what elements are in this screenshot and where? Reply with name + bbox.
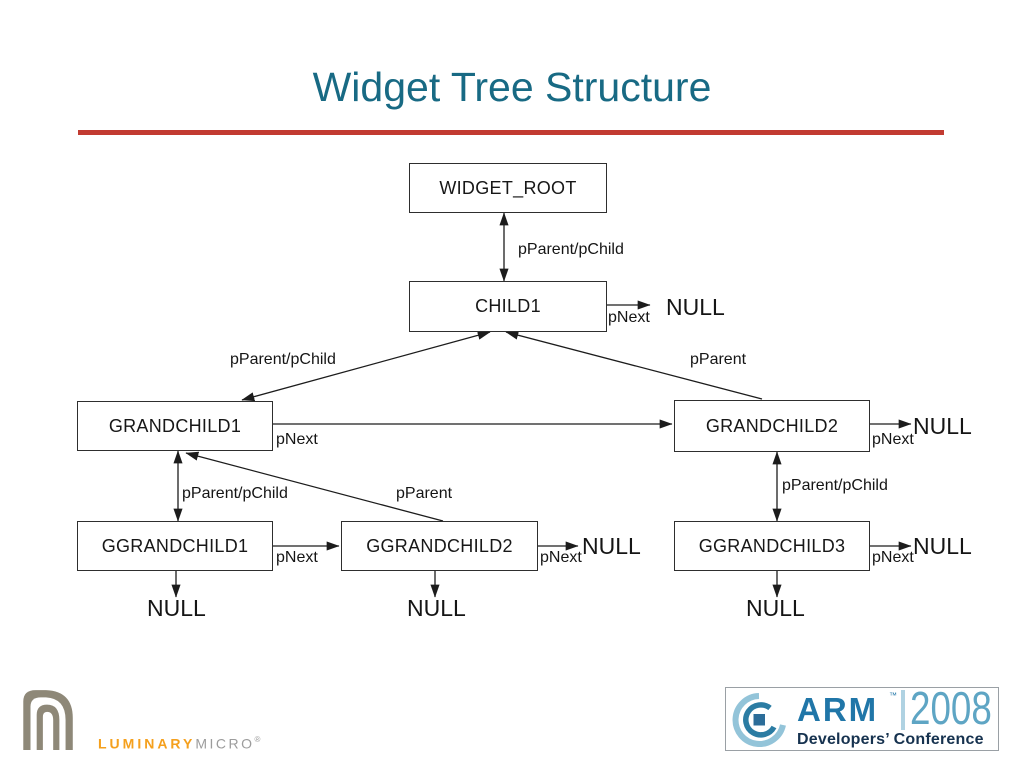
arm-devcon-logo: ARM ™ 2008 Developers’ Conference [725, 682, 999, 751]
edge-label-pparent-pchild: pParent/pChild [518, 241, 624, 258]
null-terminator: NULL [147, 595, 206, 621]
edge-label-pparent-pchild: pParent/pChild [782, 477, 888, 494]
null-terminator: NULL [746, 595, 805, 621]
edge-ggrandchild2-grandchild1-pparent [185, 451, 444, 522]
edge-label-pnext: pNext [276, 431, 318, 448]
node-widget-root: WIDGET_ROOT [409, 163, 607, 213]
luminary-glyph-icon [23, 690, 73, 750]
edge-label-pparent: pParent [396, 485, 453, 502]
edge-label-pnext: pNext [872, 431, 914, 448]
edge-label-pparent-pchild: pParent/pChild [230, 351, 336, 368]
arm-divider [901, 690, 905, 730]
edge-child1-grandchild1-pparent-pchild [241, 330, 491, 402]
node-grandchild1: GRANDCHILD1 [77, 401, 273, 451]
slide-title: Widget Tree Structure [312, 64, 712, 110]
arm-swirl-icon [732, 693, 786, 747]
arm-name: ARM [797, 691, 879, 728]
null-terminator: NULL [666, 294, 725, 320]
edge-label-pnext: pNext [276, 549, 318, 566]
null-terminator: NULL [913, 533, 972, 559]
registered-mark: ® [254, 735, 261, 744]
edge-label-pparent-pchild: pParent/pChild [182, 485, 288, 502]
edge-label-pnext: pNext [608, 309, 650, 326]
title-rule [78, 130, 944, 135]
null-terminator: NULL [582, 533, 641, 559]
arm-tagline: Developers’ Conference [797, 731, 984, 748]
node-child1: CHILD1 [409, 281, 607, 332]
node-ggrandchild2: GGRANDCHILD2 [341, 521, 538, 571]
arm-year: 2008 [910, 682, 992, 734]
edge-label-pnext: pNext [540, 549, 582, 566]
edge-grandchild2-child1-pparent [505, 330, 763, 400]
node-ggrandchild1: GGRANDCHILD1 [77, 521, 273, 571]
luminary-suffix: MICRO [195, 735, 255, 752]
null-terminator: NULL [407, 595, 466, 621]
edge-label-pnext: pNext [872, 549, 914, 566]
luminary-name: LUMINARY [98, 735, 196, 752]
luminary-wordmark: LUMINARYMICRO® [98, 735, 260, 753]
node-ggrandchild3: GGRANDCHILD3 [674, 521, 870, 571]
null-terminator: NULL [913, 413, 972, 439]
trademark-mark: ™ [889, 691, 897, 700]
edge-label-pparent: pParent [690, 351, 747, 368]
node-grandchild2: GRANDCHILD2 [674, 400, 870, 452]
